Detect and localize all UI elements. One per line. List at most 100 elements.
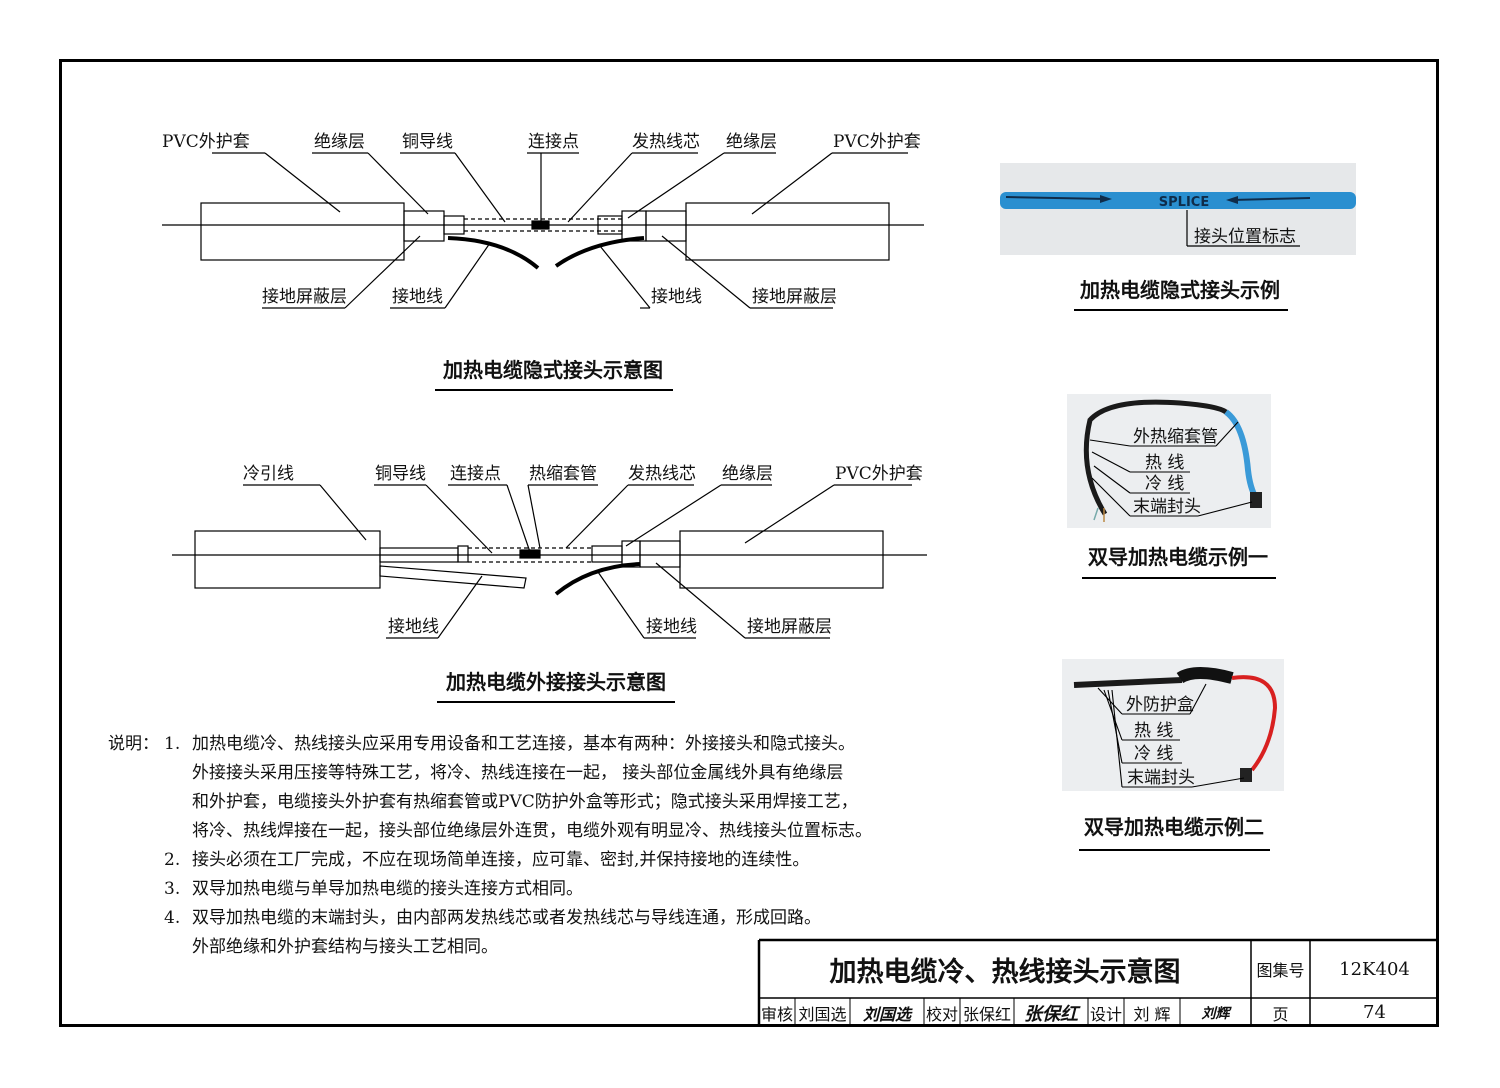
title-block: 加热电缆冷、热线接头示意图 图集号 12K404 审核 刘国选 刘国选 校对 张… bbox=[759, 940, 1439, 1027]
label-pvc-sheath-3: PVC外护套 bbox=[835, 464, 923, 484]
notes-section: 说明： 1. 加热电缆冷、热线接头应采用专用设备和工艺连接，基本有两种：外接接头… bbox=[108, 730, 938, 962]
note-line: 将冷、热线焊接在一起，接头部位绝缘层外连贯，电缆外观有明显冷、热线接头位置标志。 bbox=[192, 821, 872, 841]
drawing-title: 加热电缆冷、热线接头示意图 bbox=[829, 956, 1181, 988]
splice-position-mark-label: 接头位置标志 bbox=[1194, 227, 1296, 247]
label-shield-2: 接地屏蔽层 bbox=[752, 287, 837, 307]
callout-cold-line-2: 冷 线 bbox=[1134, 744, 1173, 764]
diagram-external-splice bbox=[172, 484, 927, 639]
caption-photo3: 双导加热电缆示例二 bbox=[1084, 815, 1264, 839]
label-shield-1: 接地屏蔽层 bbox=[262, 287, 347, 307]
label-insulation-1: 绝缘层 bbox=[314, 132, 365, 152]
photo-dual-cable-2: 外防护盒 热 线 冷 线 末端封头 双导加热电缆示例二 bbox=[1062, 659, 1284, 851]
callout-hot-line-1: 热 线 bbox=[1145, 453, 1184, 473]
note-number: 4. bbox=[164, 908, 181, 928]
shield-left bbox=[403, 210, 445, 242]
label-ground-3: 接地线 bbox=[388, 617, 439, 637]
note-line: 双导加热电缆的末端封头，由内部两发热线芯或者发热线芯与导线连通，形成回路。 bbox=[192, 908, 821, 928]
shield-right-3 bbox=[639, 540, 681, 568]
ground-wire-right-2 bbox=[554, 562, 641, 596]
crimp-left bbox=[457, 545, 469, 563]
note-number: 3. bbox=[164, 879, 181, 899]
designer-name: 刘 辉 bbox=[1133, 1004, 1171, 1024]
note-item: 说明： 1. 加热电缆冷、热线接头应采用专用设备和工艺连接，基本有两种：外接接头… bbox=[108, 730, 938, 759]
label-insulation-2: 绝缘层 bbox=[726, 132, 777, 152]
review-label: 审核 bbox=[760, 1004, 793, 1024]
label-core-2: 发热线芯 bbox=[628, 464, 696, 484]
note-line: 外部绝缘和外护套结构与接头工艺相同。 bbox=[192, 937, 498, 957]
caption-photo1: 加热电缆隐式接头示例 bbox=[1079, 278, 1280, 302]
connection-point-2 bbox=[519, 549, 541, 559]
label-ground-1: 接地线 bbox=[392, 287, 443, 307]
title-block-grid bbox=[757, 938, 1439, 1027]
reviewer-signature: 刘国选 bbox=[862, 1004, 911, 1024]
page-number: 74 bbox=[1363, 1002, 1386, 1023]
checker-signature: 张保红 bbox=[1024, 1003, 1078, 1025]
caption-photo2: 双导加热电缆示例一 bbox=[1088, 545, 1268, 569]
diagram2-labels: 冷引线 铜导线 连接点 热缩套管 发热线芯 绝缘层 PVC外护套 接地线 接地线… bbox=[243, 464, 923, 703]
label-joint-2: 连接点 bbox=[450, 464, 501, 484]
note-line: 加热电缆冷、热线接头应采用专用设备和工艺连接，基本有两种：外接接头和隐式接头。 bbox=[192, 734, 855, 754]
label-shield-3: 接地屏蔽层 bbox=[747, 617, 832, 637]
cold-wire bbox=[1083, 399, 1228, 516]
callout-hot-line-2: 热 线 bbox=[1134, 721, 1173, 741]
hot-wire bbox=[1224, 409, 1259, 500]
page-label: 页 bbox=[1272, 1004, 1289, 1024]
photo-dual-cable-1: 外热缩套管 热 线 冷 线 末端封头 双导加热电缆示例一 bbox=[1067, 394, 1276, 579]
splice-mark-text: SPLICE bbox=[1159, 195, 1209, 210]
label-copper-1: 铜导线 bbox=[402, 132, 453, 152]
caption-diagram2: 加热电缆外接接头示意图 bbox=[445, 670, 666, 694]
pvc-sheath-right bbox=[685, 202, 890, 261]
note-item: 4. 双导加热电缆的末端封头，由内部两发热线芯或者发热线芯与导线连通，形成回路。 bbox=[108, 904, 938, 933]
pvc-sheath-right-2 bbox=[679, 530, 884, 589]
atlas-label: 图集号 bbox=[1256, 961, 1305, 980]
label-pvc-sheath-1: PVC外护套 bbox=[162, 132, 250, 152]
pvc-sheath-left bbox=[200, 202, 405, 261]
note-line: 外接接头采用压接等特殊工艺，将冷、热线连接在一起， 接头部位金属线外具有绝缘层 bbox=[192, 763, 844, 783]
ground-wire-left bbox=[447, 236, 540, 270]
callout-end-cap-1: 末端封头 bbox=[1133, 497, 1201, 517]
reviewer-name: 刘国选 bbox=[798, 1004, 847, 1024]
callout-end-cap-2: 末端封头 bbox=[1127, 768, 1195, 788]
label-copper-2: 铜导线 bbox=[375, 464, 426, 484]
callout-heat-shrink-1: 外热缩套管 bbox=[1133, 427, 1218, 447]
notes-lead: 说明： bbox=[108, 734, 159, 754]
callout-cold-line-1: 冷 线 bbox=[1145, 474, 1184, 494]
caption-diagram1: 加热电缆隐式接头示意图 bbox=[442, 358, 663, 382]
note-number: 1. bbox=[164, 734, 181, 754]
insulation-left bbox=[443, 215, 465, 235]
note-line: 接头必须在工厂完成，不应在现场简单连接，应可靠、密封,并保持接地的连续性。 bbox=[192, 850, 810, 870]
end-cap bbox=[1240, 768, 1252, 782]
hot-wire bbox=[1231, 675, 1278, 772]
cold-ground-wire bbox=[379, 565, 527, 589]
shield-right-2 bbox=[645, 210, 687, 242]
label-core-1: 发热线芯 bbox=[632, 132, 700, 152]
label-joint-1: 连接点 bbox=[528, 132, 579, 152]
note-item: 2. 接头必须在工厂完成，不应在现场简单连接，应可靠、密封,并保持接地的连续性。 bbox=[108, 846, 938, 875]
ground-wire-right bbox=[554, 236, 645, 268]
label-insulation-3: 绝缘层 bbox=[722, 464, 773, 484]
note-line: 双导加热电缆与单导加热电缆的接头连接方式相同。 bbox=[192, 879, 583, 899]
cold-wire bbox=[1073, 677, 1183, 688]
designer-signature: 刘辉 bbox=[1201, 1005, 1230, 1022]
check-label: 校对 bbox=[925, 1004, 958, 1024]
diagram1-labels: PVC外护套 绝缘层 铜导线 连接点 发热线芯 绝缘层 PVC外护套 接地屏蔽层… bbox=[162, 132, 921, 391]
atlas-number: 12K404 bbox=[1339, 958, 1410, 980]
label-heat-shrink: 热缩套管 bbox=[529, 464, 597, 484]
label-pvc-sheath-2: PVC外护套 bbox=[833, 132, 921, 152]
protection-box bbox=[1176, 667, 1234, 684]
photo-hidden-splice: SPLICE 接头位置标志 加热电缆隐式接头示例 bbox=[1000, 163, 1356, 311]
diagram-hidden-splice bbox=[162, 152, 924, 309]
note-item: 3. 双导加热电缆与单导加热电缆的接头连接方式相同。 bbox=[108, 875, 938, 904]
cold-lead-sheath bbox=[194, 530, 381, 589]
blue-cable bbox=[1000, 192, 1356, 209]
label-cold-lead: 冷引线 bbox=[243, 464, 294, 484]
end-cap bbox=[1250, 492, 1262, 508]
label-ground-2: 接地线 bbox=[651, 287, 702, 307]
drawing-frame bbox=[59, 59, 1439, 1027]
note-line: 和外护套，电缆接头外护套有热缩套管或PVC防护外盒等形式；隐式接头采用焊接工艺， bbox=[192, 792, 858, 812]
design-label: 设计 bbox=[1089, 1004, 1122, 1024]
note-number: 2. bbox=[164, 850, 181, 870]
crimp-right bbox=[591, 545, 623, 563]
callout-protection-box: 外防护盒 bbox=[1126, 695, 1194, 715]
